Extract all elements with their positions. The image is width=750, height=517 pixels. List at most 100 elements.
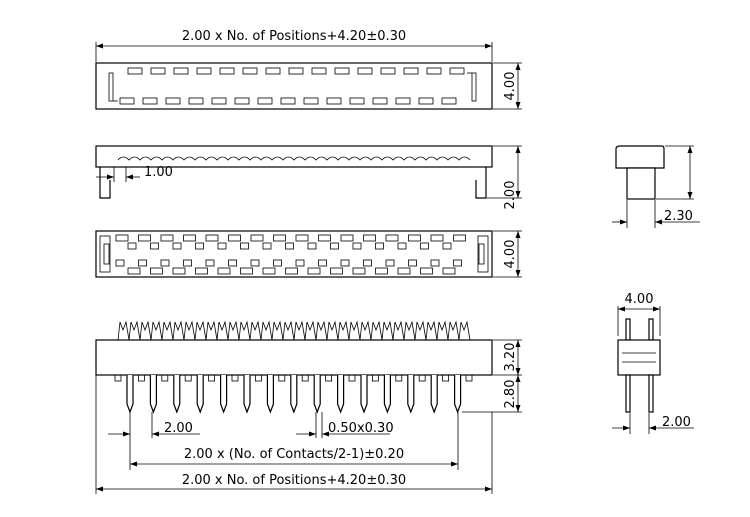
dim-overall-bottom: 2.00 x No. of Positions+4.20±0.30 [182, 473, 406, 488]
end-view-lower: 4.00 2.00 [612, 292, 694, 434]
front-pin-stub [161, 374, 169, 382]
bottom-pad [195, 267, 208, 275]
front-pin-stub [348, 374, 356, 382]
front-pin-stub [231, 374, 239, 382]
front-pin [454, 375, 462, 414]
bottom-pad [195, 242, 204, 250]
top-slot [173, 67, 189, 75]
bottom-pad [127, 242, 137, 250]
top-slot [257, 97, 273, 105]
bottom-pad [138, 234, 151, 242]
bottom-pad [150, 267, 163, 275]
front-pin [149, 375, 157, 414]
bottom-pads [115, 234, 466, 275]
front-pin [196, 375, 204, 414]
front-pin-stub [465, 374, 473, 382]
bottom-pad [352, 267, 366, 275]
front-pin [126, 375, 134, 414]
bottom-pad [250, 259, 260, 267]
bottom-pad [307, 267, 321, 275]
front-pin [383, 375, 391, 414]
top-slot [380, 67, 396, 75]
front-pin-stub [371, 374, 379, 382]
top-slot [311, 67, 327, 75]
bottom-pad [262, 267, 276, 275]
top-slot [234, 97, 250, 105]
bottom-pad [420, 267, 433, 275]
top-slot [211, 97, 227, 105]
bottom-pad [273, 234, 286, 242]
bottom-pad [397, 242, 407, 250]
bottom-pad [385, 259, 395, 267]
top-slot [326, 97, 342, 105]
dim-end-width-2: 4.00 [625, 292, 654, 307]
dim-height-bottom: 4.00 [503, 240, 518, 269]
bottom-pad [262, 242, 272, 250]
bottom-pad [330, 267, 343, 275]
bottom-pad [352, 242, 362, 250]
dim-body-height: 3.20 [503, 343, 518, 372]
dim-height-side: 2.00 [503, 181, 518, 210]
front-pin-stub [325, 374, 333, 382]
bottom-pad [150, 242, 159, 250]
front-pins [114, 374, 473, 414]
bottom-pad [363, 259, 372, 267]
top-slots-lower [119, 97, 457, 105]
bottom-pad [127, 267, 141, 275]
top-slot [150, 67, 166, 75]
top-slot [349, 97, 365, 105]
top-slot [426, 67, 442, 75]
bottom-pad [442, 242, 452, 250]
bottom-pad [217, 242, 227, 250]
bottom-pad [285, 267, 298, 275]
bottom-view: 4.00 [95, 230, 522, 278]
front-pin [243, 375, 251, 414]
bottom-pad [160, 259, 170, 267]
bottom-pad [228, 234, 241, 242]
top-slot [219, 67, 235, 75]
top-view: 2.00 x No. of Positions+4.20±0.30 4.00 [95, 29, 522, 110]
top-slot [280, 97, 296, 105]
bottom-pad [115, 234, 129, 242]
dim-end-width: 2.30 [664, 209, 693, 224]
bottom-pad [172, 242, 182, 250]
bottom-pad [430, 234, 444, 242]
bottom-pad [295, 259, 305, 267]
dim-pitch-side: 1.00 [144, 165, 173, 180]
bottom-pad [183, 234, 196, 242]
bottom-pad [340, 259, 350, 267]
front-pin [337, 375, 345, 414]
bottom-pad [375, 267, 388, 275]
top-slot [334, 67, 350, 75]
bottom-pad [205, 234, 219, 242]
bottom-pad [138, 259, 147, 267]
dim-pin-length: 2.80 [503, 380, 518, 409]
top-slot [403, 67, 419, 75]
front-view: 3.20 2.80 2.00 0.50x0.30 2.00 x (No. of … [95, 320, 522, 494]
dim-height-top: 4.00 [503, 72, 518, 101]
front-pin [360, 375, 368, 414]
front-pin-stub [137, 374, 145, 382]
bottom-pad [240, 242, 249, 250]
bottom-pad [363, 234, 376, 242]
top-slot [265, 67, 281, 75]
top-slot [395, 97, 411, 105]
bottom-pad [375, 242, 384, 250]
bottom-pad [240, 267, 253, 275]
front-pin-stub [278, 374, 286, 382]
top-slot [441, 97, 457, 105]
front-pin-stub [442, 374, 450, 382]
end-view-upper: 2.30 [612, 145, 700, 228]
bottom-pad [172, 267, 186, 275]
bottom-pad [307, 242, 317, 250]
front-pin-stub [208, 374, 216, 382]
bottom-pad [295, 234, 309, 242]
bottom-pad [453, 234, 466, 242]
front-pin [220, 375, 228, 414]
bottom-pad [430, 259, 440, 267]
bottom-pad [250, 234, 264, 242]
top-slot [303, 97, 319, 105]
top-slot [242, 67, 258, 75]
top-slots-upper [127, 67, 465, 75]
